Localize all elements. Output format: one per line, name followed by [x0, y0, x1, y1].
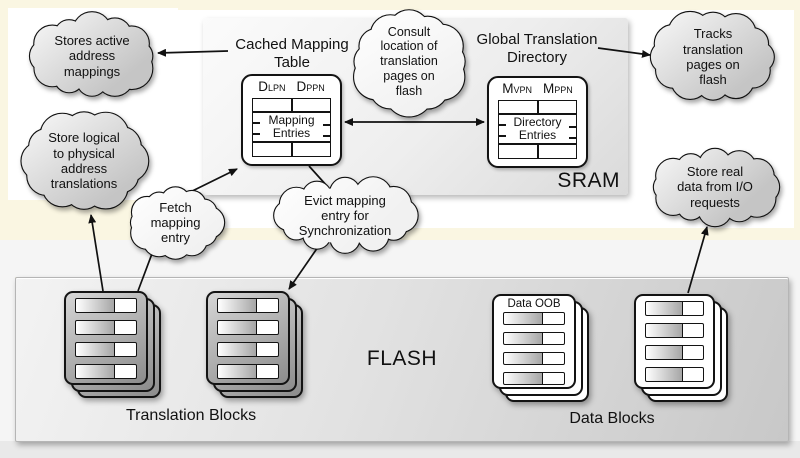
block-page-row [217, 341, 279, 357]
translation-block-stack-icon [64, 291, 161, 398]
translation-block-stack-icon [206, 291, 303, 398]
data-oob-label: Data OOB [507, 298, 561, 310]
gtd-grid: Directory Entries [498, 100, 577, 159]
block-page-row [75, 319, 137, 335]
middle-background-band [0, 240, 800, 277]
block-page-row [217, 363, 279, 379]
thought-cloud-icon [20, 111, 150, 210]
cmt-col2-header: DPPN [296, 79, 325, 94]
gtd-col2-header: MPPN [543, 81, 573, 96]
cmt-header-row: DLPN DPPN [252, 79, 331, 98]
block-page-row [217, 297, 279, 313]
cloud-text: Fetch mapping entry [150, 199, 201, 246]
block-page-row [75, 297, 137, 313]
cloud-tracks-translation-pages: Tracks translation pages on flash [648, 10, 778, 103]
cloud-evict-mapping-entry: Evict mapping entry for Synchronization [272, 176, 419, 255]
cmt-grid: Mapping Entries [252, 98, 331, 157]
block-page-row [503, 372, 565, 385]
flash-label: FLASH [366, 347, 438, 370]
cloud-text: Evict mapping entry for Synchronization [298, 192, 392, 239]
cloud-stores-active-mappings: Stores active address mappings [28, 11, 156, 99]
translation-blocks-label: Translation Blocks [125, 407, 257, 424]
block-page-row [217, 319, 279, 335]
data-blocks-label: Data Blocks [569, 410, 655, 427]
block-page-row [75, 341, 137, 357]
cmt-col1-header: DLPN [258, 79, 286, 94]
cloud-text: Store logical to physical address transl… [48, 130, 120, 192]
cloud-text: Tracks translation pages on flash [683, 26, 743, 88]
block-page-row [645, 323, 704, 338]
cloud-store-real-data: Store real data from I/O requests [650, 147, 781, 228]
block-page-row [645, 367, 704, 382]
thought-cloud-icon [353, 9, 466, 118]
gtd-header-row: MVPN MPPN [498, 81, 577, 100]
cloud-consult-location: Consult location of translation pages on… [350, 9, 468, 118]
thought-cloud-icon [273, 176, 419, 254]
cloud-text: Store real data from I/O requests [677, 164, 753, 210]
block-page-row [75, 363, 137, 379]
cloud-text: Stores active address mappings [54, 33, 130, 79]
block-page-row [503, 312, 565, 325]
right-edge-band [787, 277, 800, 458]
data-block-stack-icon: Data OOB [492, 294, 589, 402]
block-page-row [503, 352, 565, 365]
gtd-body-label: Directory Entries [513, 114, 562, 142]
cloud-text: Consult location of translation pages on… [380, 24, 438, 98]
thought-cloud-icon [129, 186, 226, 260]
cached-mapping-table: DLPN DPPN Mapping Entries [241, 74, 342, 166]
global-translation-directory-table: MVPN MPPN Directory Entries [487, 76, 588, 168]
cloud-store-logical-translations: Store logical to physical address transl… [20, 111, 150, 211]
data-block-stack-icon [634, 294, 728, 402]
block-page-row [503, 332, 565, 345]
block-page-row [645, 345, 704, 360]
block-page-row [645, 301, 704, 316]
bottom-strip [0, 441, 800, 458]
thought-cloud-icon [652, 147, 781, 228]
cached-mapping-table-title: Cached Mapping Table [235, 36, 349, 72]
cmt-body-label: Mapping Entries [268, 112, 315, 140]
gtd-col1-header: MVPN [502, 81, 532, 96]
global-translation-directory-title: Global Translation Directory [476, 31, 598, 67]
sram-label: SRAM [557, 169, 620, 192]
cloud-fetch-mapping-entry: Fetch mapping entry [127, 186, 226, 260]
thought-cloud-icon [649, 10, 775, 101]
left-edge-band [0, 277, 15, 458]
thought-cloud-icon [28, 11, 154, 97]
